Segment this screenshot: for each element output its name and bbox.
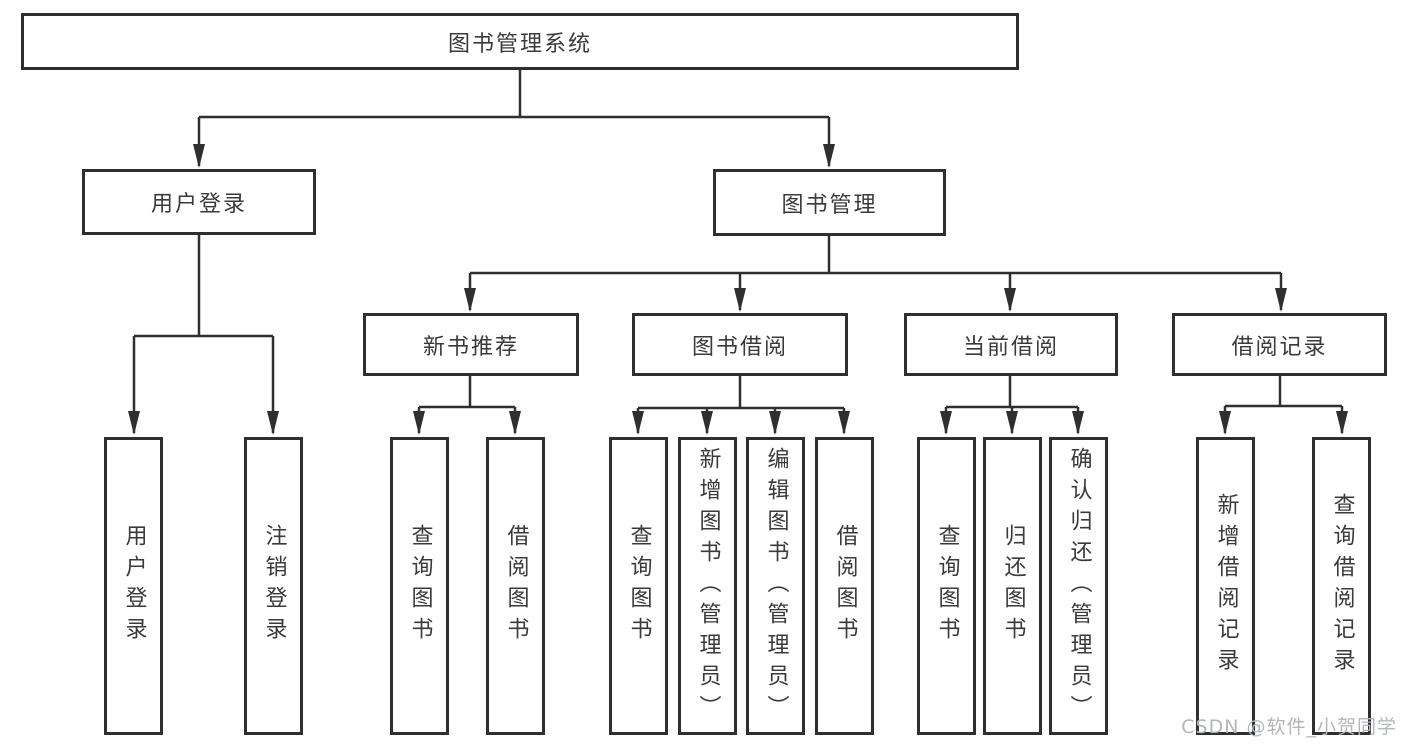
node-root-system: 图书管理系统 bbox=[21, 13, 1019, 70]
node-new-book-recommend: 新书推荐 bbox=[363, 313, 579, 376]
leaf-query-book-2: 查询图书 bbox=[609, 437, 668, 735]
leaf-borrow-book-2: 借阅图书 bbox=[815, 437, 874, 735]
node-book-management: 图书管理 bbox=[713, 169, 946, 236]
node-new-book-recommend-label: 新书推荐 bbox=[422, 334, 519, 360]
leaf-add-book-admin: 新增图书（管理员） bbox=[678, 437, 737, 735]
leaf-edit-book-admin-label: 编辑图书（管理员） bbox=[763, 446, 789, 726]
leaf-add-borrow-record-label: 新增借阅记录 bbox=[1213, 493, 1239, 679]
node-current-borrow-label: 当前借阅 bbox=[962, 334, 1059, 360]
node-borrow-record: 借阅记录 bbox=[1172, 313, 1387, 376]
node-current-borrow: 当前借阅 bbox=[904, 313, 1118, 376]
leaf-query-book-3-label: 查询图书 bbox=[934, 524, 960, 648]
leaf-borrow-book-1-label: 借阅图书 bbox=[503, 524, 529, 648]
leaf-user-login-label: 用户登录 bbox=[121, 524, 147, 648]
node-user-login-label: 用户登录 bbox=[150, 192, 247, 217]
leaf-confirm-return-admin-label: 确认归还（管理员） bbox=[1066, 446, 1092, 726]
leaf-return-book-label: 归还图书 bbox=[1000, 524, 1026, 648]
leaf-user-login: 用户登录 bbox=[104, 437, 163, 735]
leaf-query-book-2-label: 查询图书 bbox=[626, 524, 652, 648]
leaf-logout-label: 注销登录 bbox=[261, 524, 287, 648]
node-borrow-record-label: 借阅记录 bbox=[1231, 334, 1328, 360]
node-user-login: 用户登录 bbox=[82, 169, 316, 235]
leaf-add-borrow-record: 新增借阅记录 bbox=[1196, 437, 1255, 735]
node-book-management-label: 图书管理 bbox=[781, 192, 878, 218]
csdn-watermark: CSDN @软件_小贺同学 bbox=[1181, 716, 1397, 738]
leaf-query-book-1: 查询图书 bbox=[390, 437, 449, 735]
leaf-borrow-book-2-label: 借阅图书 bbox=[832, 524, 858, 648]
node-book-borrow-label: 图书借阅 bbox=[691, 334, 788, 360]
leaf-query-borrow-record-label: 查询借阅记录 bbox=[1329, 493, 1355, 679]
leaf-add-book-admin-label: 新增图书（管理员） bbox=[695, 446, 721, 726]
leaf-edit-book-admin: 编辑图书（管理员） bbox=[746, 437, 805, 735]
leaf-query-book-3: 查询图书 bbox=[917, 437, 976, 735]
leaf-logout: 注销登录 bbox=[244, 437, 303, 735]
leaf-query-borrow-record: 查询借阅记录 bbox=[1312, 437, 1371, 735]
leaf-query-book-1-label: 查询图书 bbox=[407, 524, 433, 648]
leaf-confirm-return-admin: 确认归还（管理员） bbox=[1049, 437, 1108, 735]
leaf-return-book: 归还图书 bbox=[983, 437, 1042, 735]
node-root-label: 图书管理系统 bbox=[447, 31, 592, 57]
leaf-borrow-book-1: 借阅图书 bbox=[486, 437, 545, 735]
node-book-borrow: 图书借阅 bbox=[632, 313, 848, 376]
